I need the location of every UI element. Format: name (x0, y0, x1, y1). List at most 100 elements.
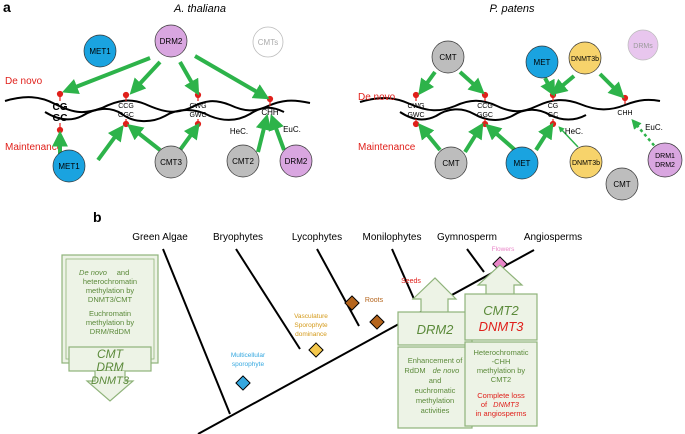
site-r-ccg-bottom: GGC (477, 112, 493, 119)
algae-drm: DRM (96, 360, 123, 374)
node-roots-2 (369, 314, 385, 330)
node-vasculature (308, 342, 324, 358)
drm2-line2a: RdDM (404, 366, 425, 375)
drm1-drm2-circle (647, 142, 683, 178)
cmt-far-circle (605, 167, 639, 201)
site-cg-top: CG (53, 102, 68, 113)
drm2-line5: methylation (416, 396, 454, 405)
flowers-label: Flowers (492, 246, 516, 253)
cmt2-line3: methylation by (477, 366, 526, 375)
drm2-line6: activities (421, 406, 450, 415)
algae-line7: DRM/RdDM (90, 327, 130, 336)
drm2-bottom-label: DRM2 (285, 157, 308, 166)
drm2-line1: Enhancement of (408, 356, 464, 365)
site-r-cwg-top: CWG (407, 103, 424, 110)
drms-circle (627, 29, 659, 61)
site-r-cg-top: CG (548, 103, 559, 110)
site-ccg-top: CCG (118, 103, 134, 110)
dnmt3b-bottom-circle (569, 145, 603, 179)
met1-bottom-circle (52, 149, 86, 183)
cmt2-line1: Heterochromatic (473, 348, 528, 357)
cmts-label: CMTs (258, 38, 278, 47)
drm2-box-title: DRM2 (417, 322, 455, 337)
algae-line4: DNMT3/CMT (88, 295, 133, 304)
cmt2-line6b: DNMT3 (493, 400, 520, 409)
arrow-hec-right (558, 126, 579, 148)
algae-dnmt3: DNMT3 (91, 375, 130, 387)
drm1-label: DRM1 (655, 153, 675, 160)
taxon-green-algae: Green Algae (132, 232, 188, 243)
met-top-circle (525, 45, 559, 79)
panel-a-label: a (3, 0, 11, 15)
seeds-label: Seeds (401, 278, 421, 285)
cmts-circle (252, 26, 284, 58)
dna-strand-right-2 (399, 108, 587, 121)
species-ppatens: P. patens (489, 3, 535, 15)
panel-b-label: b (93, 209, 102, 225)
met1-top-label: MET1 (89, 47, 111, 56)
cmt-far-label: CMT (613, 180, 630, 189)
vasculature-line1: Vasculature (294, 313, 328, 320)
dnmt3b-top-circle (568, 41, 602, 75)
dna-strand-left-2 (44, 106, 285, 122)
met-bottom-label: MET (514, 159, 531, 168)
hec-right: HeC. (565, 127, 583, 136)
de-novo-left: De novo (5, 76, 43, 87)
algae-box (61, 254, 159, 402)
cmt2-line4: CMT2 (491, 375, 511, 384)
site-r-cg-bottom: GC (548, 112, 559, 119)
phylogeny-tree (162, 248, 535, 434)
cmt3-label: CMT3 (160, 158, 182, 167)
maintenance-right: Maintenance (358, 142, 416, 153)
drm2-label-right: DRM2 (655, 162, 675, 169)
taxon-monilophytes: Monilophytes (363, 232, 422, 243)
cmt2-label: CMT2 (232, 157, 254, 166)
drm2-line4: euchromatic (415, 386, 456, 395)
multicellular-line1: Multicellular (231, 352, 266, 359)
cmt2-line2: -CHH (492, 357, 511, 366)
cmt-bottom-circle (434, 146, 468, 180)
taxon-angiosperms: Angiosperms (524, 232, 582, 243)
cmt2-box (464, 264, 538, 427)
met-bottom-circle (505, 146, 539, 180)
algae-line3: methylation by (86, 286, 135, 295)
cmt2-line6a: of (481, 400, 488, 409)
algae-line1b: and (117, 268, 130, 277)
drm2-line2b: de novo (433, 366, 460, 375)
drms-label: DRMs (633, 43, 653, 50)
site-cg-bottom: GC (53, 113, 68, 124)
cmt2-circle (226, 144, 260, 178)
drm2-top-label: DRM2 (160, 37, 183, 46)
site-r-ccg-top: CCG (477, 103, 493, 110)
site-cwg-bottom: GWC (189, 112, 206, 119)
site-ccg-bottom: GGC (118, 112, 134, 119)
algae-line6: methylation by (86, 318, 135, 327)
dnmt3b-bottom-label: DNMT3b (572, 160, 600, 167)
drm2-top-circle (154, 24, 188, 58)
de-novo-right: De novo (358, 92, 396, 103)
taxon-bryophytes: Bryophytes (213, 232, 263, 243)
dna-strand-right (359, 97, 661, 113)
drm2-box (397, 277, 473, 429)
maintenance-left: Maintenance (5, 142, 63, 153)
algae-line5: Euchromatin (89, 309, 131, 318)
node-multicellular (235, 375, 251, 391)
multicellular-line2: sporophyte (232, 361, 265, 368)
cmt-bottom-label: CMT (442, 159, 459, 168)
taxon-gymnosperm: Gymnosperm (437, 232, 497, 243)
taxon-lycophytes: Lycophytes (292, 232, 342, 243)
site-chh: CHH (261, 108, 279, 117)
hec-left: HeC. (230, 127, 248, 136)
algae-cmt: CMT (97, 347, 125, 361)
arrows-right (417, 70, 625, 154)
roots-label: Roots (365, 297, 384, 304)
site-r-chh: CHH (617, 110, 632, 117)
vasculature-line3: dominance (295, 331, 327, 338)
species-athaliana: A. thaliana (173, 3, 226, 15)
met1-bottom-label: MET1 (58, 162, 80, 171)
cmt2-line5: Complete loss (477, 391, 525, 400)
algae-line1a: De novo (79, 268, 107, 277)
euc-left: EuC. (283, 125, 301, 134)
arrows-left (52, 54, 286, 162)
